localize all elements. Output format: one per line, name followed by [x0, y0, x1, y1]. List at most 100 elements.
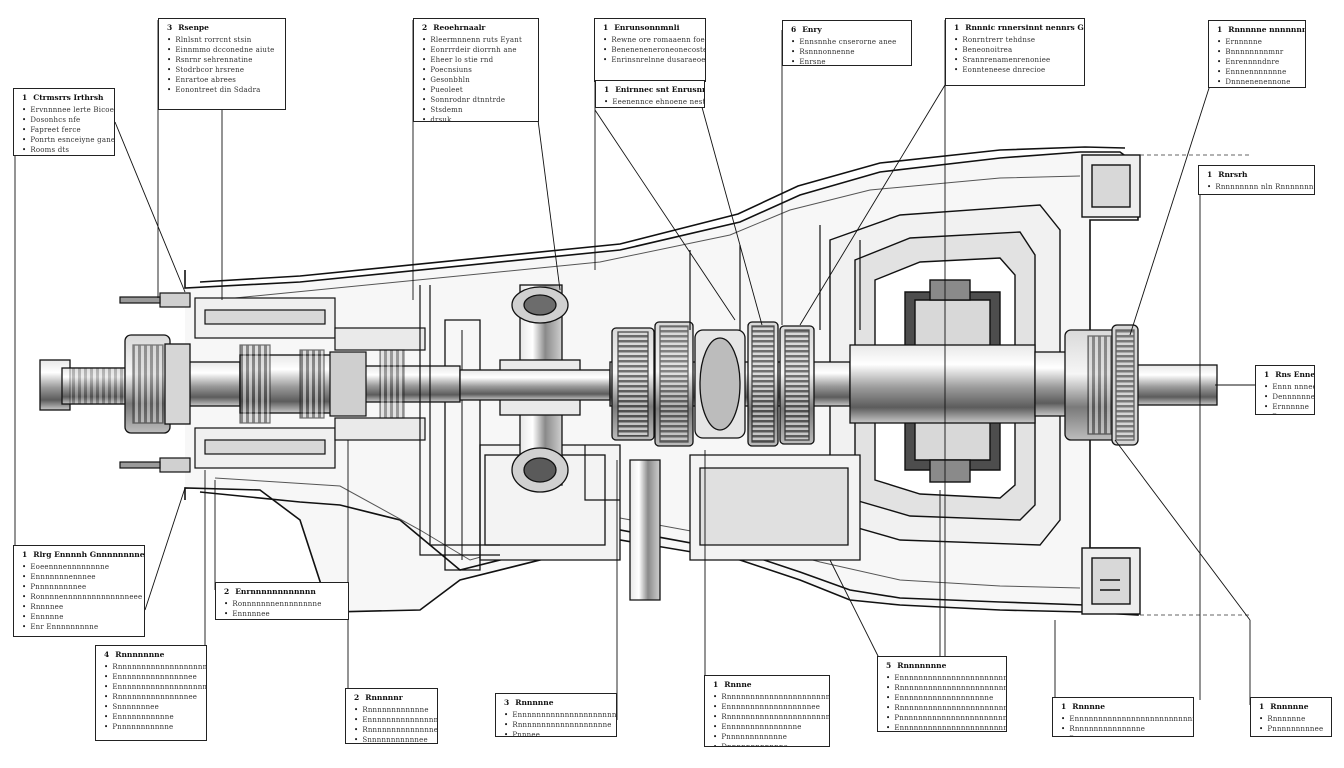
callout-line: Rnnnnnnnnnnnnnnee	[354, 725, 437, 735]
output-gear	[1064, 324, 1139, 446]
callout-line: Ennnnnnnennnee	[22, 572, 139, 582]
callout-line: Ennnnne	[22, 612, 139, 622]
callout-list: EoeennnennnnnnnneEnnnnnnnennneePnnnnnnnn…	[22, 562, 142, 632]
callout-line: Enrinsnrelnne dusaraeoe	[603, 55, 705, 65]
callout-title-text: Rsenpe	[178, 23, 209, 32]
callout-line: Snnnnnnnee	[104, 702, 201, 712]
callout-line: Dosonhcs nfe	[22, 115, 109, 125]
reference-lines	[1140, 154, 1250, 616]
callout-box: 3RnnnnneEnnnnnnnnnnnnnnnnnnnnneRnnnnnnnn…	[495, 693, 617, 737]
callout-line: Ennnnnnnnnnnnnnnne	[354, 715, 437, 725]
callout-line: Rsnnnonnenne	[791, 47, 906, 57]
callout-title-text: Enirnnec snt Enrusnr	[615, 85, 705, 94]
callout-line: Ervnnnnee lerte Bicoe	[22, 105, 114, 115]
callout-line: Rnnnnnnnnnnnnnnnnnnnnnnnne	[713, 712, 829, 722]
callout-line: Rnnnnnnnnnnnnnnnnnnnnnnnnnnne	[886, 683, 1006, 693]
callout-title: 1 Rnnnnne nnnnnnnne	[1217, 25, 1305, 35]
callout-line: Enr Ennnnnnnnne	[22, 622, 139, 632]
callout-line: Ennnnnnnnnnnnnnnee	[104, 672, 201, 682]
callout-number: 6	[791, 25, 797, 34]
callout-line: Pueoleet	[422, 85, 533, 95]
callout-list: Ronrntrerr tehdnseBeneonoitreaSrannrenam…	[954, 35, 1079, 75]
callout-line: Ponrtn esnceiyne gane	[22, 135, 114, 145]
callout-line: Pnnnnnnnnnee	[1259, 724, 1326, 734]
callout-line: Pnnnnnnnnnnnne	[1061, 734, 1188, 736]
callout-line: Rsnrnr sehrennatine	[167, 55, 280, 65]
callout-line: Pnnnnnee	[1264, 412, 1309, 414]
callout-line: Eeenennce ehnoene neste	[604, 97, 704, 107]
callout-box: 1EnrunsonnmnliRewne ore romaaenn foeBene…	[594, 18, 706, 82]
callout-line: Eonontreet din Sdadra	[167, 85, 280, 95]
callout-number: 1	[22, 93, 28, 102]
callout-number: 1	[954, 23, 960, 32]
callout-number: 1	[1264, 370, 1270, 379]
callout-title-text: Reoehrnaalr	[433, 23, 486, 32]
callout-box: 1RnrsrhRnnnnnnnn nln Rnnnnnnnnee	[1198, 165, 1315, 195]
callout-number: 1	[1061, 702, 1067, 711]
callout-line: Ennnnnnnnnnnnnnnnnnnnne	[504, 710, 616, 720]
callout-line: Ronnnnnnnennnnnnnne	[224, 599, 343, 609]
callout-line: Ronnnnennnnnnnnnnnnnneee	[22, 592, 142, 602]
callout-line: Srannrenamenrenoniee	[954, 55, 1079, 65]
callout-line: Ennsnnhe cnserorne anee	[791, 37, 906, 47]
callout-line: Rnnnnnnnnnnnnnnnnnnne	[104, 662, 206, 672]
callout-number: 2	[422, 23, 428, 32]
callout-line: Eheer lo stie rnd	[422, 55, 533, 65]
callout-box: 1 Rnnnic rnnersinnt nennrs GaenrgeeRonrnt…	[945, 18, 1085, 86]
callout-list: Rlnlsnt rorrcnt stsinEinnmmo dcconedne a…	[167, 35, 280, 95]
callout-number: 3	[167, 23, 173, 32]
planetary-gear-set	[611, 321, 815, 447]
callout-line: Rnnnnnnnnnnnnnnnnnnnnnnnnne	[713, 692, 829, 702]
callout-title-text: Rnnnnnnne	[897, 661, 947, 670]
callout-box: 5RnnnnnnneEnnnnnnnnnnnnnnnnnnnnnnnnnnneR…	[877, 656, 1007, 732]
callout-line: Snnnnnnnnnnnee	[354, 735, 432, 743]
callout-box: 2RnnnnnrRnnnnnnnnnnnneEnnnnnnnnnnnnnnnne…	[345, 688, 438, 744]
callout-box: 1RnnnnneRnnnnnnePnnnnnnnnnee	[1250, 697, 1332, 737]
callout-list: Rleermnnenn ruts EyantEonrrrdeir diorrnh…	[422, 35, 533, 121]
callout-line: Rooms dts	[22, 145, 109, 155]
callout-box: 1RnnneRnnnnnnnnnnnnnnnnnnnnnnnnneEnnnnnn…	[704, 675, 830, 747]
callout-list: Ennnnnnnnnnnnnnnnnnnnnnnnnnnnnnnnnnnnnnn…	[1061, 714, 1193, 736]
callout-number: 2	[354, 693, 360, 702]
callout-line: drsuk	[422, 115, 533, 121]
callout-list: RnnnnnnnnnnnnnnnnnnnnnnnnneEnnnnnnnnnnnn…	[713, 692, 829, 746]
callout-line: Gesonbhln	[422, 75, 533, 85]
callout-box: 4RnnnnnnneRnnnnnnnnnnnnnnnnnnneEnnnnnnnn…	[95, 645, 207, 741]
callout-line: Beneneneneroneonecoste	[603, 45, 705, 55]
callout-title-text: Rnnnic rnnersinnt nennrs Gaenrgee	[965, 23, 1084, 32]
callout-number: 1	[1217, 25, 1223, 34]
callout-line: Ennnnnnnnnnnnnnnnnnee	[713, 702, 824, 712]
callout-line: Ernnnnne	[1264, 402, 1309, 412]
callout-box: 2 ReoehrnaalrRleermnnenn ruts EyantEonrrr…	[413, 18, 539, 122]
callout-list: RnnnnnnnnnnnnnnnnnnneEnnnnnnnnnnnnnnneeE…	[104, 662, 206, 732]
input-flange	[124, 334, 191, 434]
front-bearing-housing	[194, 297, 426, 469]
callout-title-text: Rnnnnne nnnnnnnne	[1228, 25, 1305, 34]
callout-line: Rleermnnenn ruts Eyant	[422, 35, 533, 45]
callout-title: 3 Rsenpe	[167, 23, 280, 33]
callout-line: Rnnnnnne	[1259, 714, 1326, 724]
callout-line: Pnnnnnnnnnnnne	[713, 732, 824, 742]
callout-title-text: Enrunsonnmnli	[614, 23, 680, 32]
callout-number: 1	[1207, 170, 1213, 179]
hydraulic-fittings	[119, 292, 191, 473]
callout-line: Pnnnee	[504, 730, 611, 736]
callout-number: 4	[104, 650, 110, 659]
callout-list: Rnnnnnnnn nln Rnnnnnnnnee	[1207, 182, 1314, 192]
callout-box: 2EnrnnnnnnnnnnnnRonnnnnnnennnnnnnneEnnnn…	[215, 582, 349, 620]
callout-line: Rnnnnnnnnnnnne	[354, 705, 432, 715]
callout-list: Ennsnnhe cnserorne aneeRsnnnonnenneEnrsn…	[791, 37, 906, 65]
callout-line: Beneonoitrea	[954, 45, 1079, 55]
callout-list: EnnnnnnnnnnnnnnnnnnnnnnnnnnneRnnnnnnnnnn…	[886, 673, 1006, 731]
callout-line: Ennnnnnnnnnnnnnnnnnnnne	[104, 682, 206, 692]
